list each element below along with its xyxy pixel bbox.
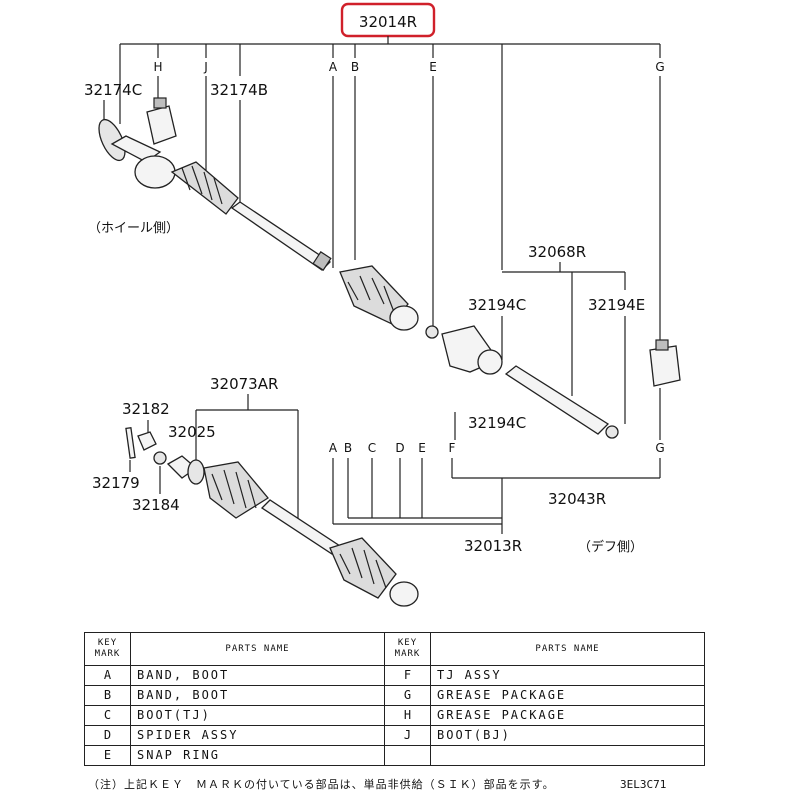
table-row: A BAND, BOOT F TJ ASSY <box>84 665 705 686</box>
shaft-assy-bracket <box>195 394 299 520</box>
header-parts-name-left: PARTS NAME <box>130 632 385 666</box>
key-mark-g-bottom: G <box>655 441 664 455</box>
key-cell: E <box>84 745 131 766</box>
key-cell: D <box>84 725 131 746</box>
key-cell: J <box>384 725 431 746</box>
key-mark-b-bottom: B <box>344 441 352 455</box>
part-number-32068r[interactable]: 32068R <box>528 243 586 261</box>
part-number-32184[interactable]: 32184 <box>132 496 180 514</box>
part-number-32174b[interactable]: 32174B <box>210 81 268 99</box>
part-number-32013r[interactable]: 32013R <box>464 537 522 555</box>
grease-package-g <box>649 339 681 387</box>
shaft-assy <box>166 455 419 607</box>
part-number-32194c-upper[interactable]: 32194C <box>468 296 526 314</box>
key-mark-e-bottom: E <box>418 441 426 455</box>
footnote: （注）上記ＫＥＹ ＭＡＲＫの付いている部品は、単品非供給（ＳＩＫ）部品を示す。 <box>88 778 555 791</box>
table-row: C BOOT(TJ) H GREASE PACKAGE <box>84 705 705 726</box>
name-cell: SPIDER ASSY <box>130 725 385 746</box>
diff-side-label: （デフ側） <box>578 539 643 555</box>
top-leaders <box>157 76 661 340</box>
key-mark-c-bottom: C <box>368 441 376 455</box>
diff-side-bracket <box>502 262 626 424</box>
key-mark-d-bottom: D <box>395 441 404 455</box>
header-key-mark-right: KEY MARK <box>384 632 431 666</box>
part-number-32073ar[interactable]: 32073AR <box>210 375 278 393</box>
table-row: E SNAP RING <box>84 745 705 766</box>
header-key-mark-left: KEY MARK <box>84 632 131 666</box>
name-cell: BOOT(BJ) <box>430 725 705 746</box>
name-cell: GREASE PACKAGE <box>430 685 705 706</box>
table-header-row: KEY MARK PARTS NAME KEY MARK PARTS NAME <box>84 632 705 666</box>
key-mark-e-top: E <box>429 60 437 74</box>
part-number-32025[interactable]: 32025 <box>168 423 216 441</box>
name-cell <box>430 745 705 766</box>
part-number-32182[interactable]: 32182 <box>122 400 170 418</box>
key-cell: B <box>84 685 131 706</box>
name-cell: BAND, BOOT <box>130 665 385 686</box>
key-mark-a-bottom: A <box>329 441 338 455</box>
bottom-brackets <box>332 388 661 534</box>
header-parts-name-right: PARTS NAME <box>430 632 705 666</box>
tj-boot-assembly <box>339 265 619 439</box>
key-mark-b-top: B <box>351 60 359 74</box>
name-cell: BOOT(TJ) <box>130 705 385 726</box>
key-cell: A <box>84 665 131 686</box>
key-mark-a-top: A <box>329 60 338 74</box>
key-cell: H <box>384 705 431 726</box>
wheel-side-label: （ホイール側） <box>88 221 179 236</box>
key-cell: G <box>384 685 431 706</box>
top-bracket <box>119 36 661 270</box>
outer-joint-shaft <box>98 118 332 271</box>
key-cell: F <box>384 665 431 686</box>
hardware <box>125 420 167 494</box>
exploded-parts-diagram: 32014R H J A B E G 32174C 32174B （ホイール側） <box>84 2 681 607</box>
part-number-32043r[interactable]: 32043R <box>548 490 606 508</box>
table-row: B BAND, BOOT G GREASE PACKAGE <box>84 685 705 706</box>
parts-key-table: KEY MARK PARTS NAME KEY MARK PARTS NAME … <box>84 632 705 766</box>
key-mark-j-top: J <box>203 60 208 74</box>
grease-package-h <box>146 97 177 145</box>
part-number-32194c-lower[interactable]: 32194C <box>468 414 526 432</box>
name-cell: BAND, BOOT <box>130 685 385 706</box>
assembly-number[interactable]: 32014R <box>359 13 417 31</box>
part-number-32194e[interactable]: 32194E <box>588 296 645 314</box>
key-mark-h-top: H <box>153 60 162 74</box>
part-number-32179[interactable]: 32179 <box>92 474 140 492</box>
figure-code: 3EL3C71 <box>620 778 667 791</box>
name-cell: TJ ASSY <box>430 665 705 686</box>
key-cell <box>384 745 431 766</box>
key-mark-f-bottom: F <box>449 441 456 455</box>
table-row: D SPIDER ASSY J BOOT(BJ) <box>84 725 705 746</box>
key-cell: C <box>84 705 131 726</box>
name-cell: GREASE PACKAGE <box>430 705 705 726</box>
name-cell: SNAP RING <box>130 745 385 766</box>
part-number-32174c[interactable]: 32174C <box>84 81 142 99</box>
key-mark-g-top: G <box>655 60 664 74</box>
